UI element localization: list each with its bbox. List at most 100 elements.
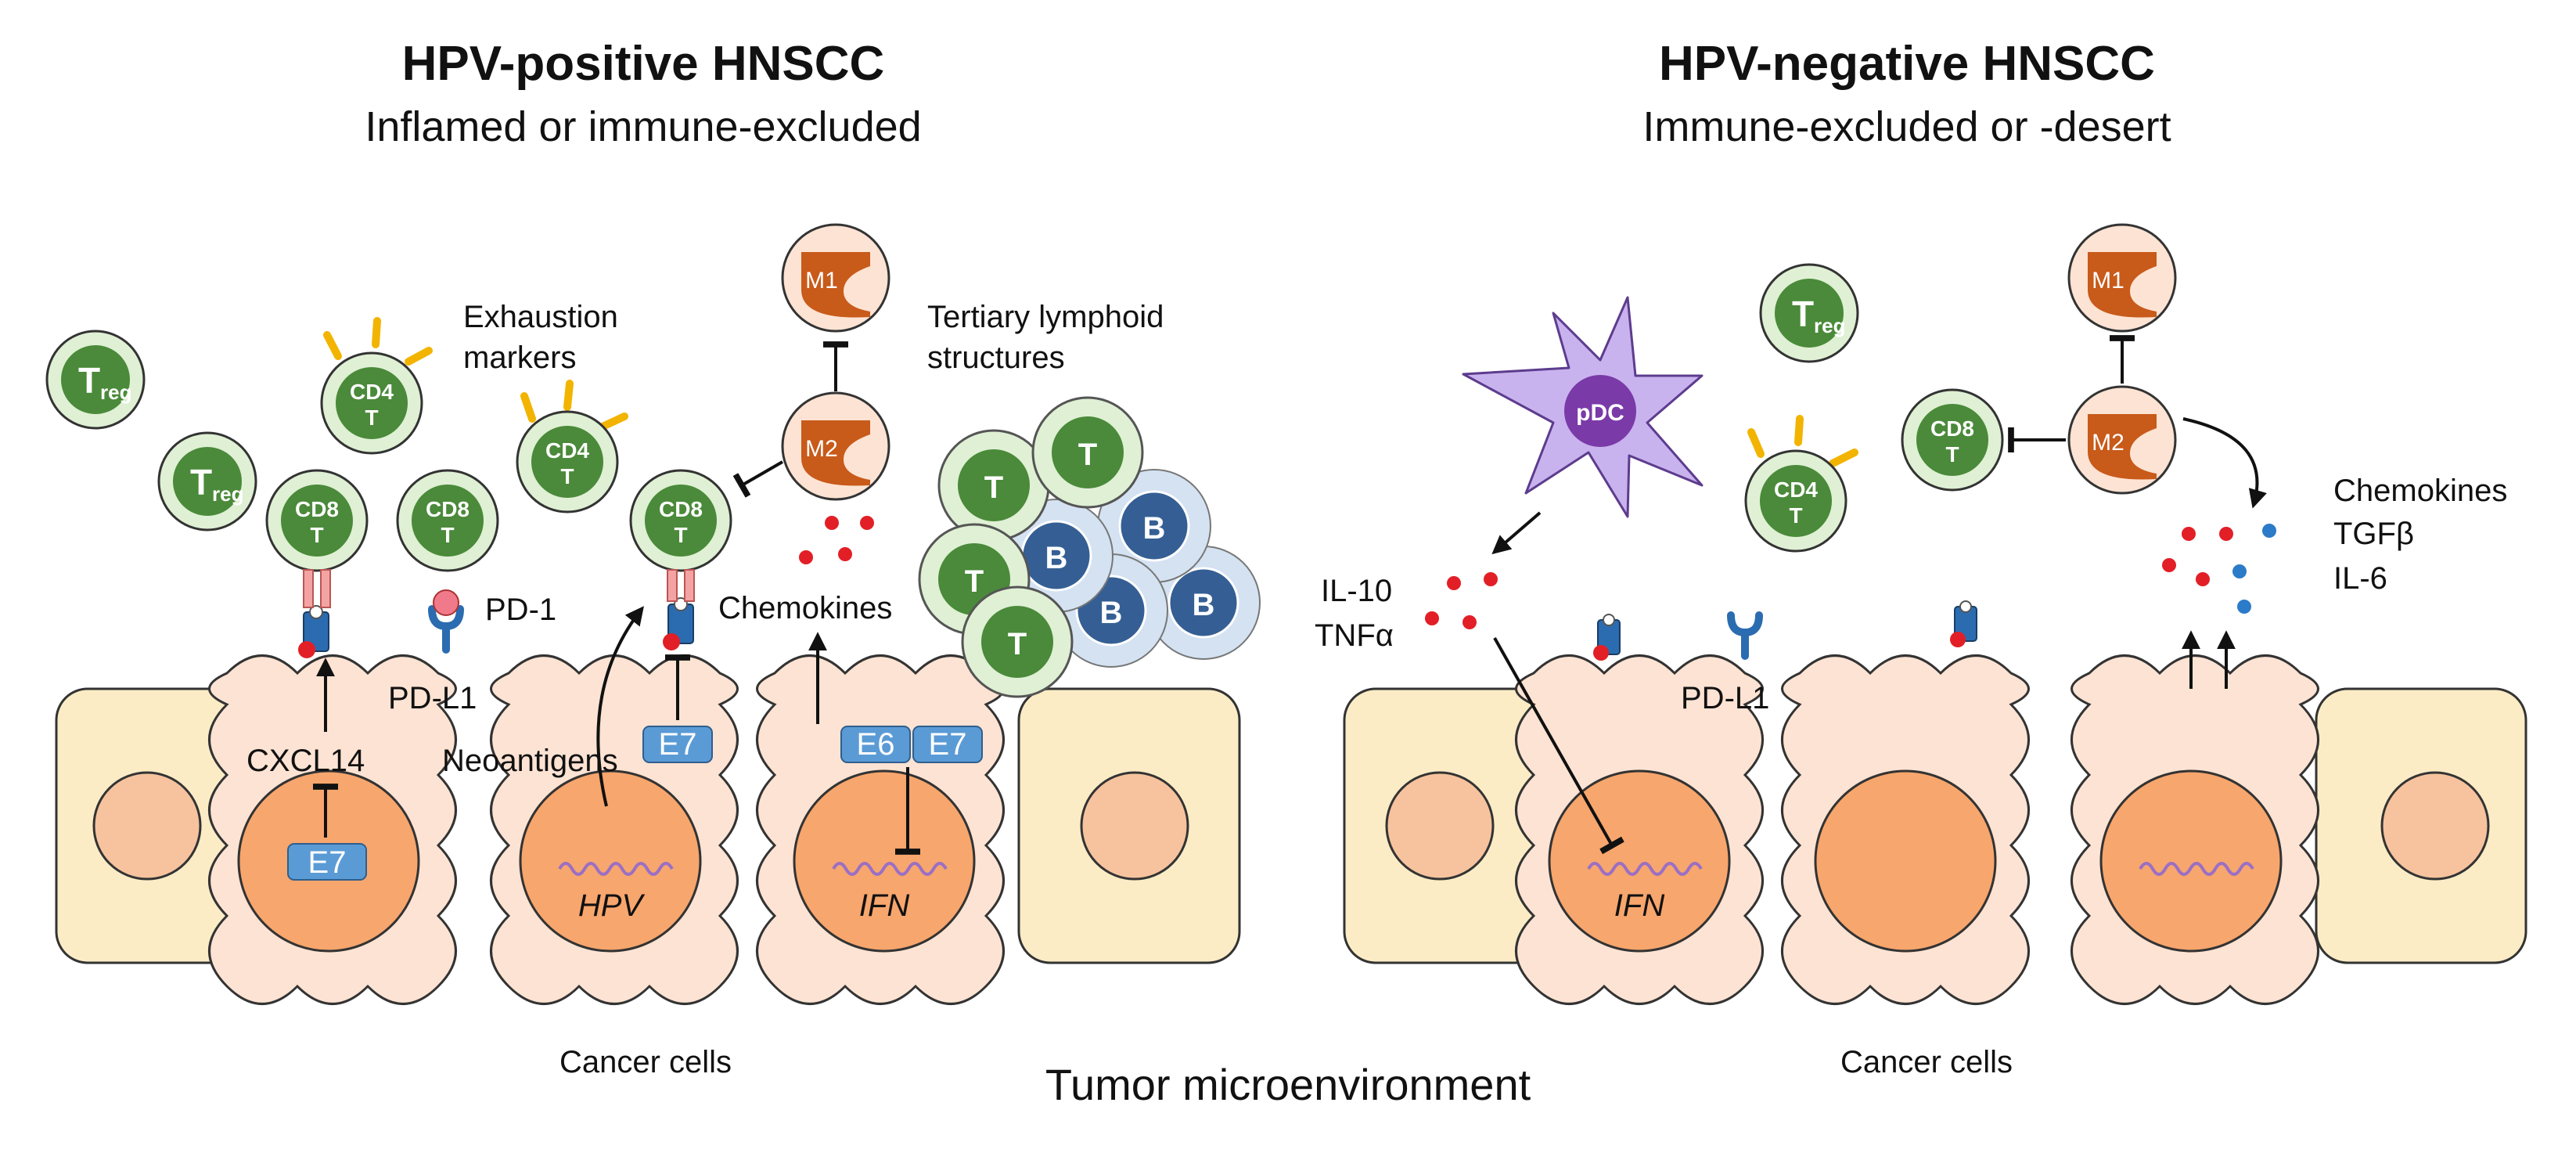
svg-text:T: T: [984, 470, 1003, 505]
e7-protein: E7: [912, 726, 983, 763]
m1-macrophage: M1: [2067, 223, 2177, 333]
cxcl14-label: CXCL14: [246, 744, 365, 778]
mhc-tcr-complex: [663, 597, 694, 650]
exhaustion-markers-label-line1: Exhaustion: [463, 300, 618, 334]
svg-text:T: T: [310, 523, 323, 547]
svg-text:E7: E7: [929, 727, 967, 762]
treg-cell: T reg: [1759, 263, 1859, 363]
svg-text:T: T: [1008, 627, 1027, 661]
mhc-tcr-complex: [1950, 600, 1977, 647]
neoantigens-label: Neoantigens: [442, 744, 618, 778]
nucleus: [519, 769, 702, 953]
svg-text:T: T: [365, 405, 378, 430]
svg-text:E7: E7: [659, 727, 697, 762]
svg-text:T: T: [1945, 442, 1959, 467]
right-panel-subtitle: Immune-excluded or -desert: [1642, 103, 2171, 150]
left-panel-title: HPV-positive HNSCC: [402, 37, 885, 91]
svg-text:CD4: CD4: [350, 380, 394, 404]
nucleus: [2099, 769, 2283, 953]
cd8-t-cell: CD8 T: [265, 469, 369, 608]
pd-l1-receptor: [1727, 611, 1763, 660]
svg-text:M2: M2: [2092, 430, 2124, 456]
svg-text:reg: reg: [1814, 314, 1845, 337]
t-cell: T: [1031, 396, 1144, 509]
mhc-tcr-complex: [298, 605, 329, 658]
svg-text:T: T: [965, 564, 984, 599]
right-arrows: [1491, 335, 2267, 855]
left-tissue: HPV IFN E7 E7 E6 E7: [55, 589, 1241, 1079]
svg-text:CD8: CD8: [426, 497, 470, 521]
left-arrows: [313, 341, 920, 855]
il10-label: IL-10: [1321, 574, 1392, 608]
svg-text:CD8: CD8: [295, 497, 339, 521]
exhaustion-markers-label-line2: markers: [463, 340, 576, 375]
e7-protein: E7: [642, 726, 713, 763]
pd-l1-receptor: [428, 589, 464, 654]
right-panel-title: HPV-negative HNSCC: [1659, 37, 2155, 91]
m2-release-arrow: [2182, 417, 2267, 509]
svg-text:T: T: [674, 523, 687, 547]
e7-protein: E7: [287, 843, 367, 881]
svg-text:CD4: CD4: [545, 438, 589, 463]
treg-cell: T reg: [157, 431, 257, 531]
dna-strand: [558, 862, 674, 876]
m2-inhibits-cd8: [732, 460, 783, 498]
cd4-t-cell: CD4 T: [1744, 415, 1858, 553]
stromal-nucleus: [1080, 771, 1189, 881]
pd-l1-label: PD-L1: [388, 681, 477, 715]
tnfa-label: TNFα: [1315, 618, 1394, 653]
nucleus: [1548, 769, 1731, 953]
svg-text:T: T: [1078, 438, 1097, 472]
pdc-cell: pDC: [1462, 296, 1704, 518]
svg-text:T: T: [1792, 294, 1814, 334]
ifn-gene-label: IFN: [859, 888, 910, 923]
svg-text:E6: E6: [857, 727, 895, 762]
m2-macrophage: M2: [781, 391, 890, 501]
dna-strand: [1587, 862, 1703, 876]
cancer-cells-label: Cancer cells: [559, 1045, 732, 1079]
nucleus: [1814, 769, 1997, 953]
chemokines-label: Chemokines: [718, 591, 892, 625]
svg-text:M2: M2: [805, 436, 838, 462]
svg-text:CD4: CD4: [1774, 477, 1818, 502]
svg-text:reg: reg: [212, 482, 243, 506]
chemokine-dots: [799, 516, 874, 564]
footer-label: Tumor microenvironment: [1045, 1060, 1531, 1109]
stromal-nucleus: [2380, 771, 2490, 881]
dna-strand: [832, 862, 948, 876]
hpv-gene-label: HPV: [578, 888, 646, 923]
right-tissue: IFN PD-L1 Cancer cells: [1343, 600, 2527, 1079]
t-cell: T: [961, 586, 1074, 698]
stromal-nucleus: [92, 771, 202, 881]
m1-macrophage: M1: [781, 223, 890, 333]
svg-text:B: B: [1045, 541, 1068, 575]
svg-text:B: B: [1193, 588, 1215, 622]
b-cell: B: [1097, 469, 1211, 583]
mhc-tcr-complex: [1593, 614, 1621, 661]
tertiary-lymphoid-label-line1: Tertiary lymphoid: [927, 300, 1164, 334]
stromal-nucleus: [1385, 771, 1495, 881]
il10-tnfa-dots: [1425, 572, 1498, 629]
svg-text:CD8: CD8: [1930, 416, 1974, 441]
il10-inhibits-ifn: [1493, 637, 1624, 855]
svg-text:T: T: [1789, 503, 1802, 528]
tertiary-lymphoid-structure: B B B B T T T T: [918, 396, 1261, 698]
svg-text:M1: M1: [2092, 268, 2124, 294]
dna-strand: [2139, 862, 2254, 876]
svg-text:reg: reg: [100, 380, 131, 404]
svg-text:M1: M1: [805, 268, 838, 294]
treg-cell: T reg: [45, 330, 146, 430]
tertiary-lymphoid-label-line2: structures: [927, 340, 1065, 375]
chemokines-label: Chemokines: [2333, 474, 2507, 508]
nucleus: [793, 769, 976, 953]
svg-text:T: T: [78, 360, 100, 401]
neoantigen-arrow: [596, 606, 644, 807]
m2-macrophage: M2: [2067, 385, 2177, 495]
svg-text:T: T: [441, 523, 454, 547]
cd4-t-cell: CD4 T: [516, 380, 628, 513]
cd4-t-cell: CD4 T: [320, 317, 433, 455]
t-cell: T: [937, 429, 1050, 542]
pd-1-label: PD-1: [485, 593, 556, 627]
